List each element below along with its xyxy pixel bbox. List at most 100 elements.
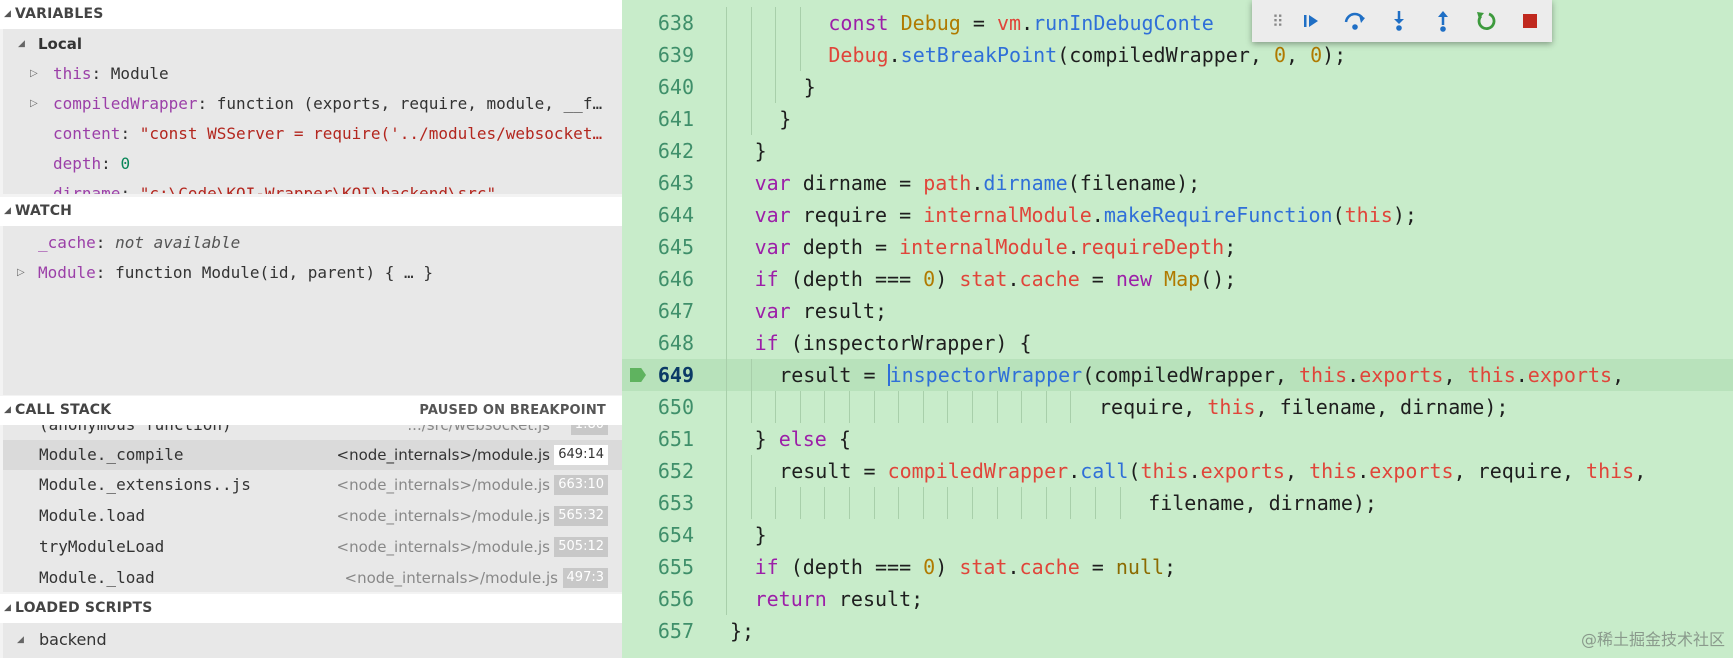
code-token: ) <box>935 555 960 579</box>
code-line[interactable]: 641} <box>622 103 1733 135</box>
indent-guide <box>898 391 900 423</box>
watch-row[interactable]: ▷ Module: function Module(id, parent) { … <box>3 258 622 288</box>
variable-row[interactable]: depth: 0 <box>53 154 131 173</box>
stack-frame[interactable]: Module._load <node_internals>/module.js … <box>3 563 622 592</box>
code-token: , <box>1286 43 1311 67</box>
restart-button[interactable] <box>1464 0 1508 42</box>
code-token: return <box>754 587 839 611</box>
code-line[interactable]: 651} else { <box>622 423 1733 455</box>
continue-icon <box>1304 15 1319 27</box>
stack-frame[interactable]: Module._extensions..js <node_internals>/… <box>3 470 622 500</box>
indent-guide <box>775 71 777 103</box>
frame-source: <node_internals>/module.js <box>336 446 550 464</box>
indent-guide <box>750 7 752 39</box>
step-out-button[interactable] <box>1421 0 1465 42</box>
indent-guide <box>873 487 875 519</box>
indent-guide <box>824 487 826 519</box>
code-line[interactable]: 657}; <box>622 615 1733 647</box>
stack-frame[interactable]: Module.load <node_internals>/module.js 5… <box>3 501 622 531</box>
stack-frame[interactable]: (anonymous function) .../src/websocket.j… <box>3 425 622 440</box>
code-token: depth = <box>802 235 900 259</box>
loaded-scripts-section-header[interactable]: ◢ LOADED SCRIPTS <box>0 594 622 623</box>
watch-row[interactable]: _cache: not available <box>38 233 241 252</box>
variable-row[interactable]: content: "const WSServer = require('../m… <box>53 124 603 143</box>
indent-guide <box>1045 391 1047 423</box>
variable-row[interactable]: ▷ compiledWrapper: function (exports, re… <box>3 89 622 119</box>
code-token: if <box>754 267 791 291</box>
frame-position: 505:12 <box>554 537 608 557</box>
indent-guide <box>750 39 752 71</box>
code-line[interactable]: 642} <box>622 135 1733 167</box>
code-line[interactable]: 654} <box>622 519 1733 551</box>
code-token: dirname = <box>802 171 924 195</box>
indent-guide <box>726 519 727 551</box>
indent-guide <box>726 39 727 71</box>
frame-source: <node_internals>/module.js <box>344 569 558 587</box>
stop-button[interactable] <box>1508 0 1552 42</box>
line-number: 650 <box>657 395 694 419</box>
code-token: 0 <box>1310 43 1323 67</box>
variable-row[interactable]: ▷ this: Module <box>3 59 622 89</box>
code-token: . <box>1067 235 1080 259</box>
code-token: ; <box>1224 235 1237 259</box>
code-token: (depth === <box>790 267 924 291</box>
code-token: (filename); <box>1067 171 1201 195</box>
loaded-script-item[interactable]: ◢ backend <box>3 625 622 655</box>
code-line[interactable]: 655 if (depth === 0) stat.cache = null; <box>622 551 1733 583</box>
code-text: filename, dirname); <box>1148 487 1377 519</box>
code-token: var <box>754 235 803 259</box>
collapse-icon: ◢ <box>18 39 25 49</box>
code-token: this <box>1298 363 1348 387</box>
code-text: const Debug = vm.runInDebugConte <box>828 7 1213 39</box>
continue-button[interactable] <box>1289 0 1333 42</box>
code-token: makeRequireFunction <box>1103 203 1333 227</box>
indent-guide <box>726 551 727 583</box>
code-token: exports <box>1369 459 1454 483</box>
loaded-scripts-title: LOADED SCRIPTS <box>15 600 153 616</box>
collapse-icon: ◢ <box>4 9 12 19</box>
code-token: vm <box>996 11 1022 35</box>
variable-name: content <box>53 124 121 143</box>
drag-handle-icon[interactable]: ⠿ <box>1271 11 1284 31</box>
stack-frame[interactable]: tryModuleLoad <node_internals>/module.js… <box>3 532 622 562</box>
scope-local[interactable]: ◢ Local <box>3 29 622 59</box>
collapse-icon: ◢ <box>17 635 24 645</box>
variables-section-header[interactable]: ◢ VARIABLES <box>0 0 622 29</box>
indent-guide <box>726 583 727 615</box>
indent-guide <box>750 391 752 423</box>
line-number: 655 <box>657 555 694 579</box>
watch-value: function Module(id, parent) { … } <box>115 263 433 282</box>
watch-section-header[interactable]: ◢ WATCH <box>0 197 622 226</box>
indent-guide <box>726 295 727 327</box>
step-into-button[interactable] <box>1377 0 1421 42</box>
code-text: if (depth === 0) stat.cache = null; <box>755 551 1177 583</box>
code-token: , require, <box>1453 459 1587 483</box>
step-over-button[interactable] <box>1333 0 1377 42</box>
variable-name: dirname <box>53 184 121 194</box>
stack-frame-selected[interactable]: Module._compile <node_internals>/module.… <box>3 440 622 470</box>
code-line[interactable]: 640} <box>622 71 1733 103</box>
variable-row[interactable]: dirname: "c:\Code\KOI-Wrapper\KOI\backen… <box>3 179 622 194</box>
frame-position: 497:3 <box>562 568 608 588</box>
line-number: 656 <box>657 587 694 611</box>
code-token: ( <box>1128 459 1141 483</box>
code-token: this <box>1344 203 1393 227</box>
breakpoint-arrow-icon[interactable] <box>630 368 646 382</box>
code-token: . <box>1007 555 1020 579</box>
callstack-section-header[interactable]: ◢ CALL STACK PAUSED ON BREAKPOINT <box>0 396 622 425</box>
indent-guide <box>726 103 727 135</box>
